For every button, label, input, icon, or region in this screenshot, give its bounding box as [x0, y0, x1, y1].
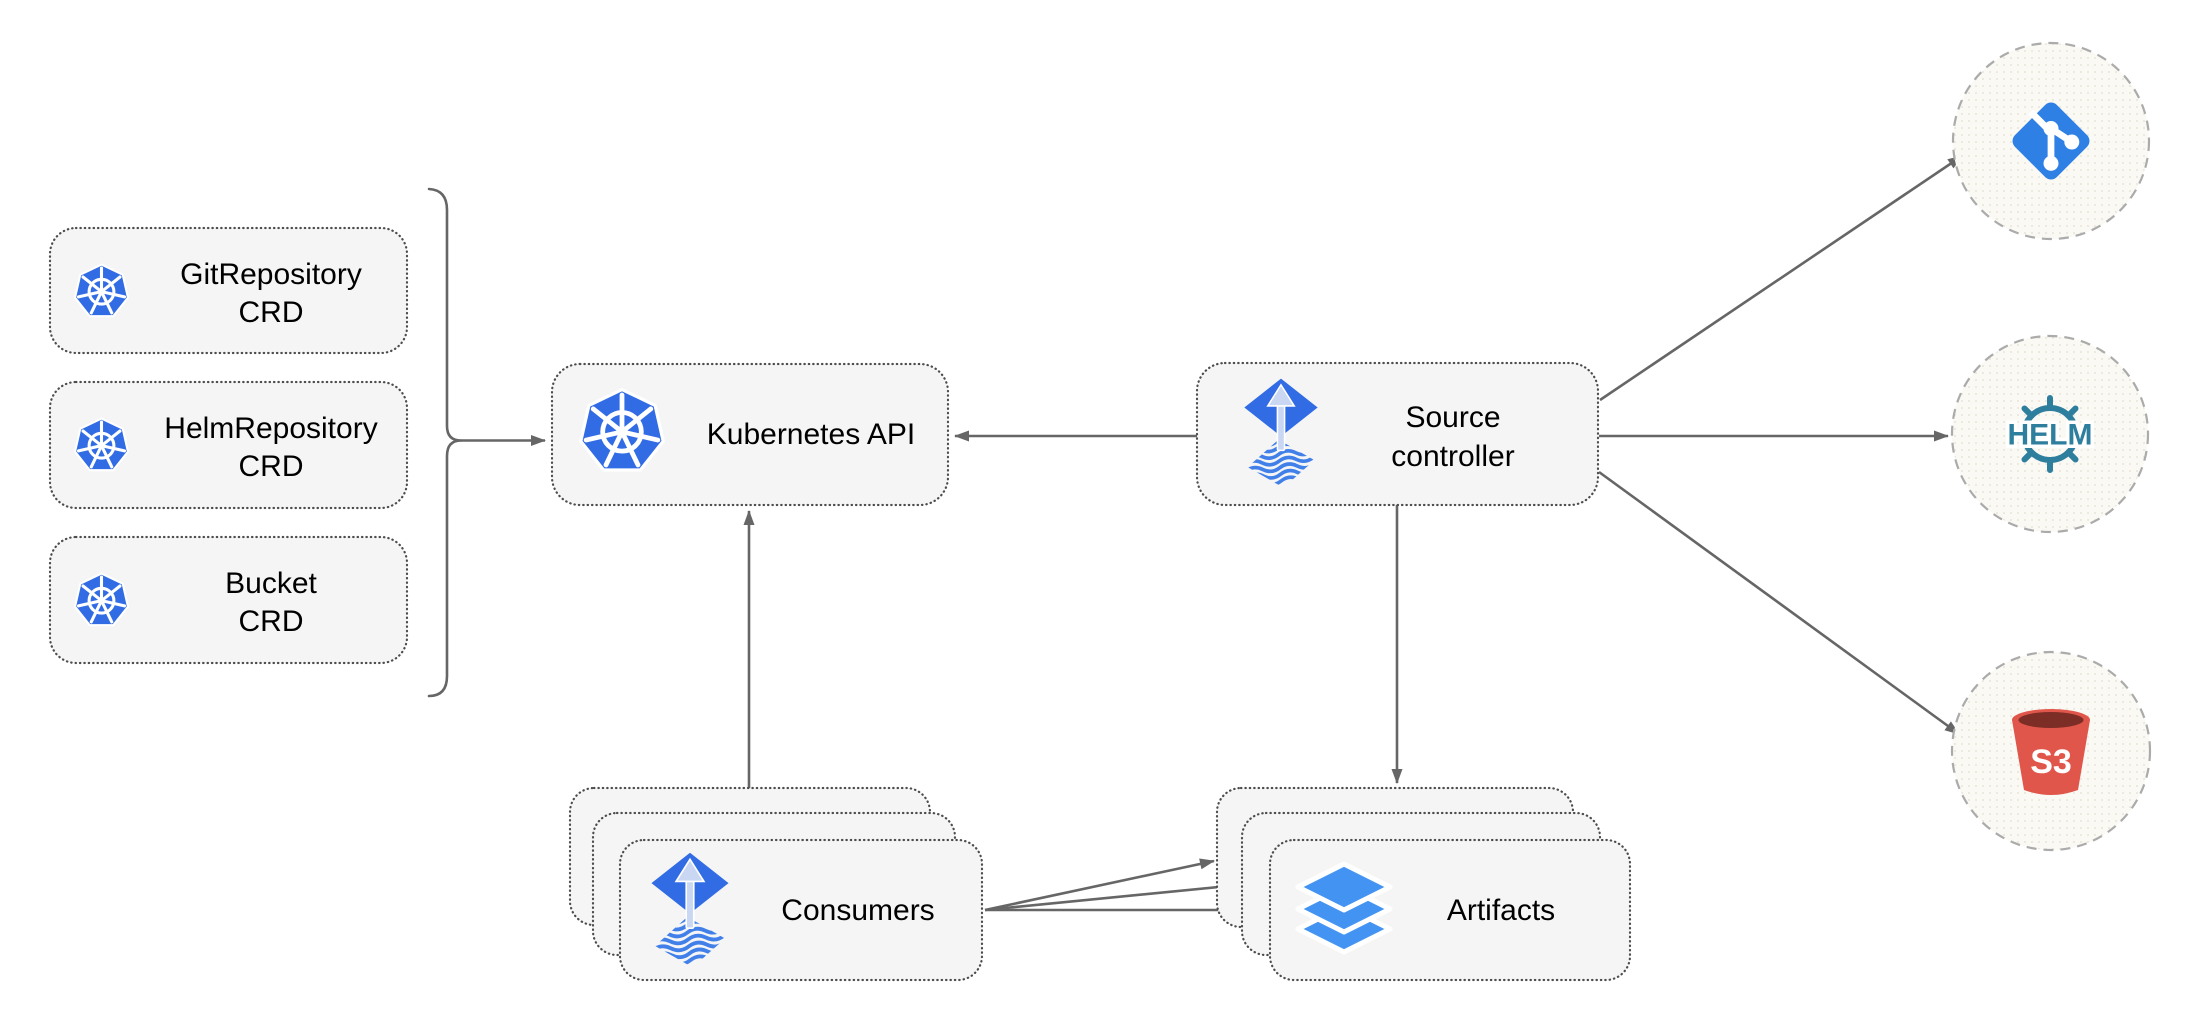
- gitrepository-crd-box: [48, 226, 409, 355]
- kubernetes-api-box: [550, 362, 950, 507]
- arrow-source-controller-to-s3: [1598, 470, 1960, 736]
- bucket-crd-box: [48, 535, 409, 665]
- node-source-controller: Source controller: [1195, 361, 1600, 507]
- helmrepository-crd-label-line1: HelmRepository: [164, 412, 377, 445]
- source-controller-label-line2: controller: [1391, 440, 1514, 473]
- bucket-crd-label-line1: Bucket: [225, 567, 317, 600]
- crd-group-bracket: [427, 187, 463, 698]
- consumers-label: Consumers: [781, 894, 934, 927]
- bucket-crd-label-line2: CRD: [239, 605, 304, 638]
- git-icon: [2012, 102, 2090, 180]
- helm-logo-text: HELM: [2008, 419, 2093, 452]
- node-helmrepository-crd: HelmRepository CRD: [48, 380, 409, 510]
- arrow-source-controller-to-git: [1599, 154, 1963, 402]
- node-artifacts: Artifacts: [1215, 786, 1632, 982]
- node-consumers: Consumers: [568, 786, 984, 982]
- source-controller-label-line1: Source: [1405, 401, 1500, 434]
- arrow-consumers-to-artifacts-2: [984, 880, 1240, 912]
- node-kubernetes-api: Kubernetes API: [550, 362, 950, 507]
- helmrepository-crd-box: [48, 380, 409, 510]
- node-gitrepository-crd: GitRepository CRD: [48, 226, 409, 355]
- helm-icon: HELM: [2004, 395, 2096, 473]
- node-bucket-crd: Bucket CRD: [48, 535, 409, 665]
- s3-logo-text: S3: [2030, 743, 2072, 781]
- s3-bucket-icon: S3: [2012, 709, 2090, 795]
- node-helm-source: HELM: [1950, 334, 2150, 534]
- gitrepository-crd-label-line1: GitRepository: [180, 258, 362, 291]
- source-controller-box: [1195, 361, 1600, 507]
- node-git-source: [1951, 41, 2151, 241]
- layers-icon: [1295, 861, 1393, 955]
- gitrepository-crd-label-line2: CRD: [239, 296, 304, 329]
- arrow-consumers-to-artifacts-1: [984, 858, 1215, 912]
- kubernetes-api-label: Kubernetes API: [707, 418, 915, 451]
- artifacts-label: Artifacts: [1447, 894, 1555, 927]
- node-s3-source: S3: [1950, 650, 2152, 852]
- helmrepository-crd-label-line2: CRD: [239, 450, 304, 483]
- helm-source-circle: [1950, 334, 2150, 534]
